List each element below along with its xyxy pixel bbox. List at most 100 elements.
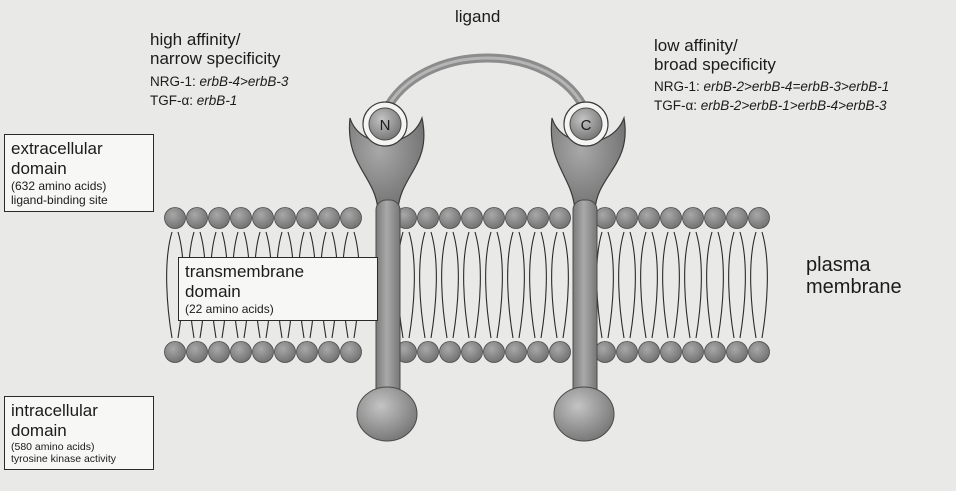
lipid-head-outer xyxy=(661,208,682,229)
intracellular-domain-box: intracellular domain (580 amino acids) t… xyxy=(4,396,154,470)
lipid-head-inner xyxy=(275,342,296,363)
lipid-head-inner xyxy=(297,342,318,363)
lipid-tail xyxy=(685,232,702,338)
lipid-tail xyxy=(420,232,437,338)
low-nrg-order: erbB-2>erbB-4=erbB-3>erbB-1 xyxy=(704,79,890,94)
transmembrane-detail-line1: (22 amino acids) xyxy=(185,302,371,316)
lipid-head-outer xyxy=(595,208,616,229)
low-affinity-tgf: TGF-α: erbB-2>erbB-1>erbB-4>erbB-3 xyxy=(654,98,887,113)
lipid-head-inner xyxy=(319,342,340,363)
lipid-head-outer xyxy=(165,208,186,229)
lipid-head-outer xyxy=(484,208,505,229)
extracellular-title-line1: extracellular xyxy=(11,139,147,159)
c-terminus-label: C xyxy=(581,117,592,134)
low-tgf-prefix: TGF-α: xyxy=(654,98,701,113)
lipid-head-outer xyxy=(550,208,571,229)
lipid-head-inner xyxy=(617,342,638,363)
lipid-head-inner xyxy=(253,342,274,363)
lipid-head-inner xyxy=(165,342,186,363)
lipid-head-outer xyxy=(705,208,726,229)
lipid-tail xyxy=(619,232,636,338)
high-nrg-prefix: NRG-1: xyxy=(150,74,200,89)
lipid-head-outer xyxy=(341,208,362,229)
intracellular-detail-line1: (580 amino acids) xyxy=(11,441,147,453)
lipid-head-inner xyxy=(639,342,660,363)
lipid-head-outer xyxy=(749,208,770,229)
receptor-right-kinase xyxy=(554,387,614,441)
lipid-tail xyxy=(729,232,746,338)
lipid-head-inner xyxy=(595,342,616,363)
receptor-left-stem xyxy=(376,200,400,405)
lipid-head-inner xyxy=(506,342,527,363)
lipid-head-inner xyxy=(528,342,549,363)
high-affinity-tgf: TGF-α: erbB-1 xyxy=(150,93,237,108)
transmembrane-domain-box: transmembrane domain (22 amino acids) xyxy=(178,257,378,321)
intracellular-title-line2: domain xyxy=(11,421,147,441)
n-terminus-label: N xyxy=(380,117,391,134)
lipid-head-inner xyxy=(749,342,770,363)
plasma-membrane-line1: plasma xyxy=(806,254,902,276)
ligand-arc xyxy=(385,58,586,112)
lipid-tail xyxy=(751,232,768,338)
lipid-head-outer xyxy=(418,208,439,229)
lipid-head-outer xyxy=(440,208,461,229)
lipid-head-outer xyxy=(319,208,340,229)
lipid-head-inner xyxy=(440,342,461,363)
lipid-tail xyxy=(486,232,503,338)
high-tgf-order: erbB-1 xyxy=(197,93,238,108)
lipid-tail xyxy=(707,232,724,338)
low-tgf-order: erbB-2>erbB-1>erbB-4>erbB-3 xyxy=(701,98,887,113)
lipid-tail xyxy=(464,232,481,338)
lipid-heads-inner xyxy=(165,342,770,363)
intracellular-detail-line2: tyrosine kinase activity xyxy=(11,453,147,465)
high-affinity-title: high affinity/ narrow specificity xyxy=(150,30,280,68)
lipid-head-inner xyxy=(484,342,505,363)
lipid-tail xyxy=(663,232,680,338)
lipid-head-outer xyxy=(462,208,483,229)
lipid-head-outer xyxy=(209,208,230,229)
lipid-head-outer xyxy=(506,208,527,229)
extracellular-domain-box: extracellular domain (632 amino acids) l… xyxy=(4,134,154,212)
ligand-arc-highlight xyxy=(385,58,586,112)
lipid-heads-outer xyxy=(165,208,770,229)
high-affinity-line2: narrow specificity xyxy=(150,49,280,68)
lipid-head-inner xyxy=(209,342,230,363)
lipid-head-inner xyxy=(683,342,704,363)
lipid-tail xyxy=(597,232,614,338)
lipid-head-inner xyxy=(661,342,682,363)
low-affinity-nrg: NRG-1: erbB-2>erbB-4=erbB-3>erbB-1 xyxy=(654,79,889,94)
lipid-tail xyxy=(552,232,569,338)
plasma-membrane-label: plasma membrane xyxy=(806,254,902,299)
lipid-head-outer xyxy=(297,208,318,229)
lipid-tail xyxy=(641,232,658,338)
lipid-head-inner xyxy=(727,342,748,363)
low-nrg-prefix: NRG-1: xyxy=(654,79,704,94)
transmembrane-title-line2: domain xyxy=(185,282,371,302)
lipid-head-outer xyxy=(617,208,638,229)
lipid-head-inner xyxy=(187,342,208,363)
lipid-head-outer xyxy=(727,208,748,229)
lipid-tail xyxy=(442,232,459,338)
receptor-left-kinase xyxy=(357,387,417,441)
lipid-head-inner xyxy=(550,342,571,363)
lipid-head-inner xyxy=(231,342,252,363)
receptor-right xyxy=(551,118,625,441)
extracellular-detail-line2: ligand-binding site xyxy=(11,193,147,207)
high-nrg-order: erbB-4>erbB-3 xyxy=(200,74,289,89)
lipid-head-outer xyxy=(187,208,208,229)
high-affinity-nrg: NRG-1: erbB-4>erbB-3 xyxy=(150,74,288,89)
intracellular-title-line1: intracellular xyxy=(11,401,147,421)
lipid-head-outer xyxy=(275,208,296,229)
high-tgf-prefix: TGF-α: xyxy=(150,93,197,108)
lipid-head-outer xyxy=(253,208,274,229)
extracellular-title-line2: domain xyxy=(11,159,147,179)
lipid-tail xyxy=(530,232,547,338)
low-affinity-title: low affinity/ broad specificity xyxy=(654,36,776,74)
lipid-tail xyxy=(508,232,525,338)
lipid-head-outer xyxy=(231,208,252,229)
lipid-head-inner xyxy=(418,342,439,363)
high-affinity-line1: high affinity/ xyxy=(150,30,280,49)
lipid-head-inner xyxy=(705,342,726,363)
ligand-label: ligand xyxy=(455,7,500,26)
lipid-head-inner xyxy=(341,342,362,363)
